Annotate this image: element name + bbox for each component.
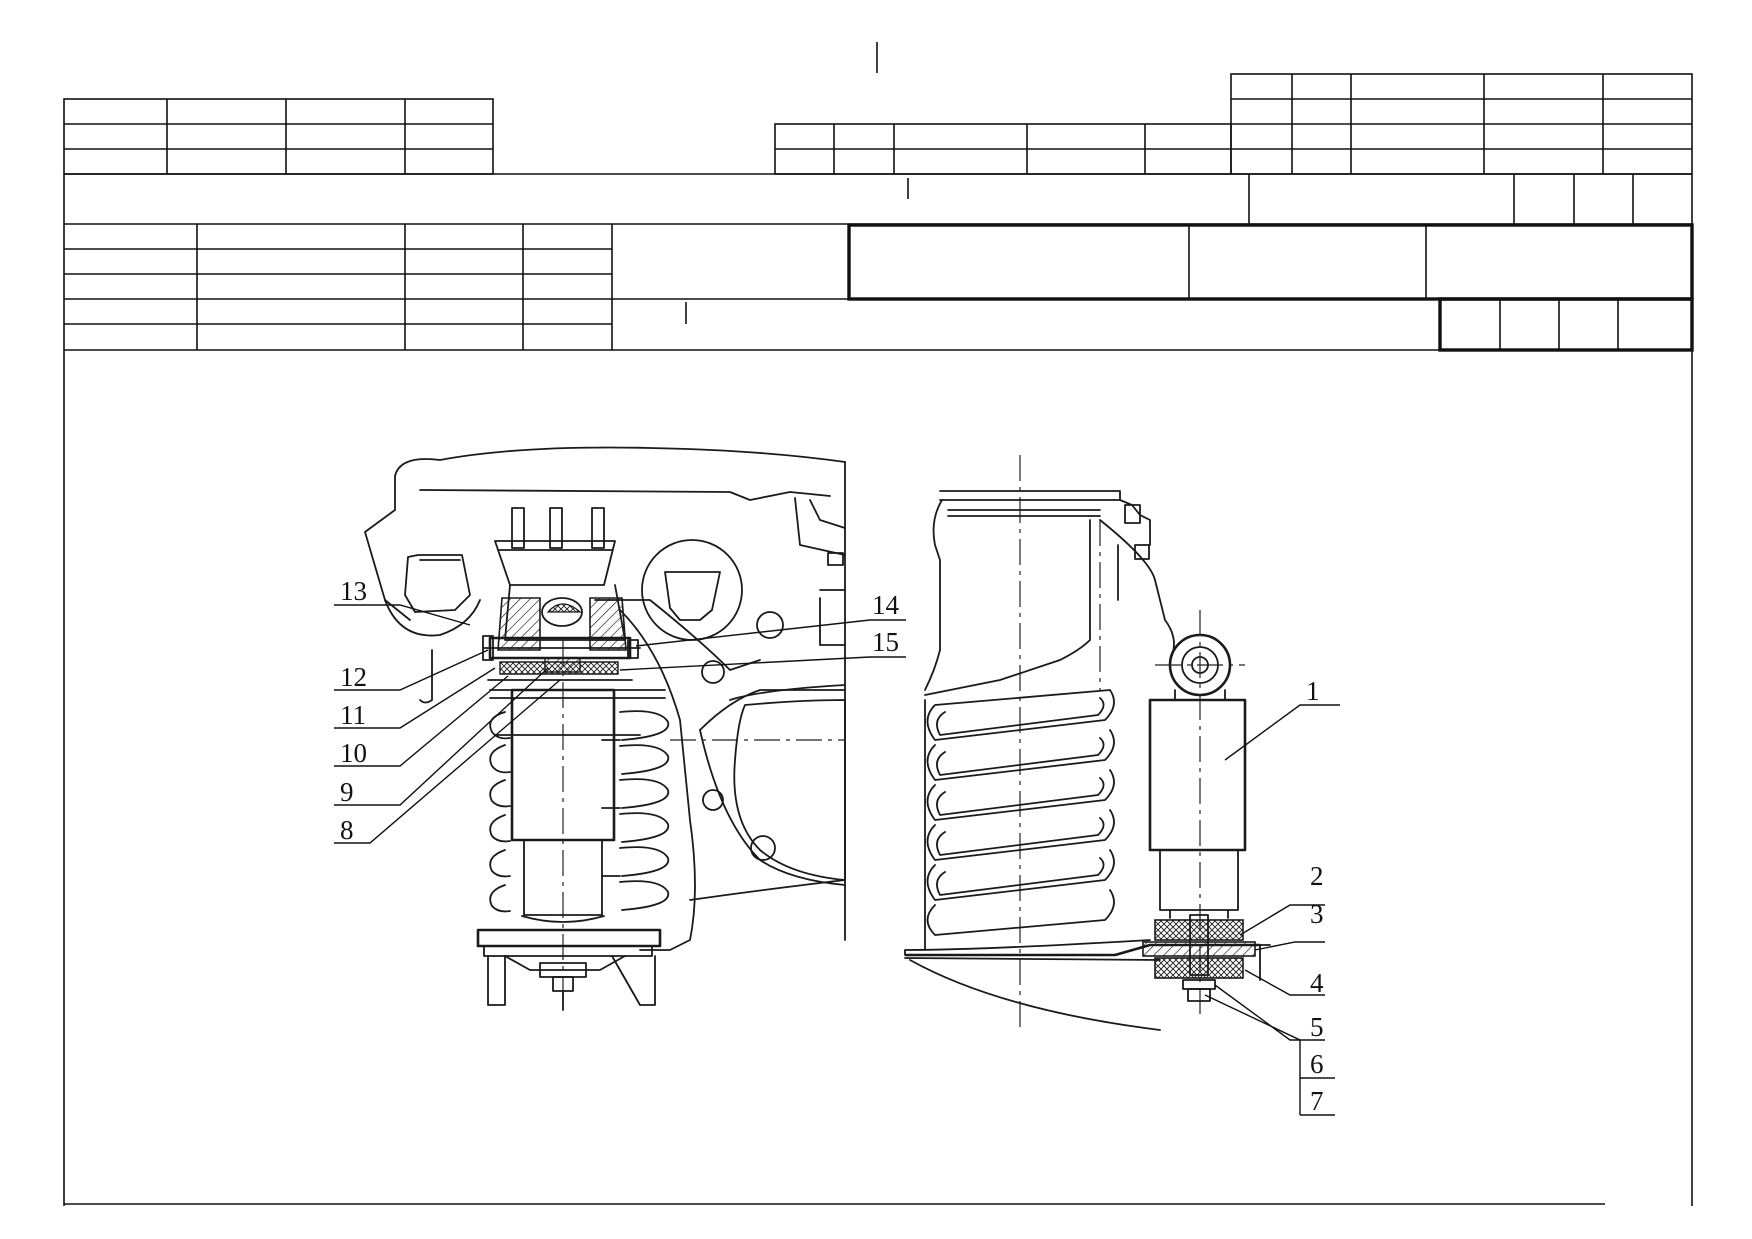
callout-3: 3 <box>1310 899 1324 929</box>
callout-14: 14 <box>872 590 900 620</box>
callout-numbers: 13 12 11 10 9 8 14 15 1 2 3 4 5 6 7 <box>340 576 1324 1116</box>
callout-6: 6 <box>1310 1049 1324 1079</box>
callout-15: 15 <box>872 627 899 657</box>
callout-1: 1 <box>1306 676 1320 706</box>
callout-8: 8 <box>340 815 354 845</box>
callout-4: 4 <box>1310 968 1324 998</box>
title-block <box>63 42 1694 1206</box>
left-section-view <box>364 446 846 1011</box>
right-elevation-view <box>904 455 1271 1031</box>
middle-upper-table <box>774 123 1232 175</box>
left-coil-spring <box>489 710 670 913</box>
callout-2: 2 <box>1310 861 1324 891</box>
right-upper-table <box>1230 73 1693 175</box>
bold-title-block <box>847 223 1694 352</box>
top-bolts <box>511 507 605 549</box>
callout-7: 7 <box>1310 1086 1324 1116</box>
callout-5: 5 <box>1310 1012 1324 1042</box>
left-upper-table <box>63 98 494 175</box>
callout-13: 13 <box>340 576 367 606</box>
right-coil-spring <box>924 689 1115 951</box>
left-lower-table <box>64 224 1440 350</box>
header-row <box>63 173 1693 1206</box>
callout-leaders <box>334 604 1340 1116</box>
callout-10: 10 <box>340 738 367 768</box>
callout-11: 11 <box>340 700 366 730</box>
callout-9: 9 <box>340 777 354 807</box>
callout-12: 12 <box>340 662 367 692</box>
